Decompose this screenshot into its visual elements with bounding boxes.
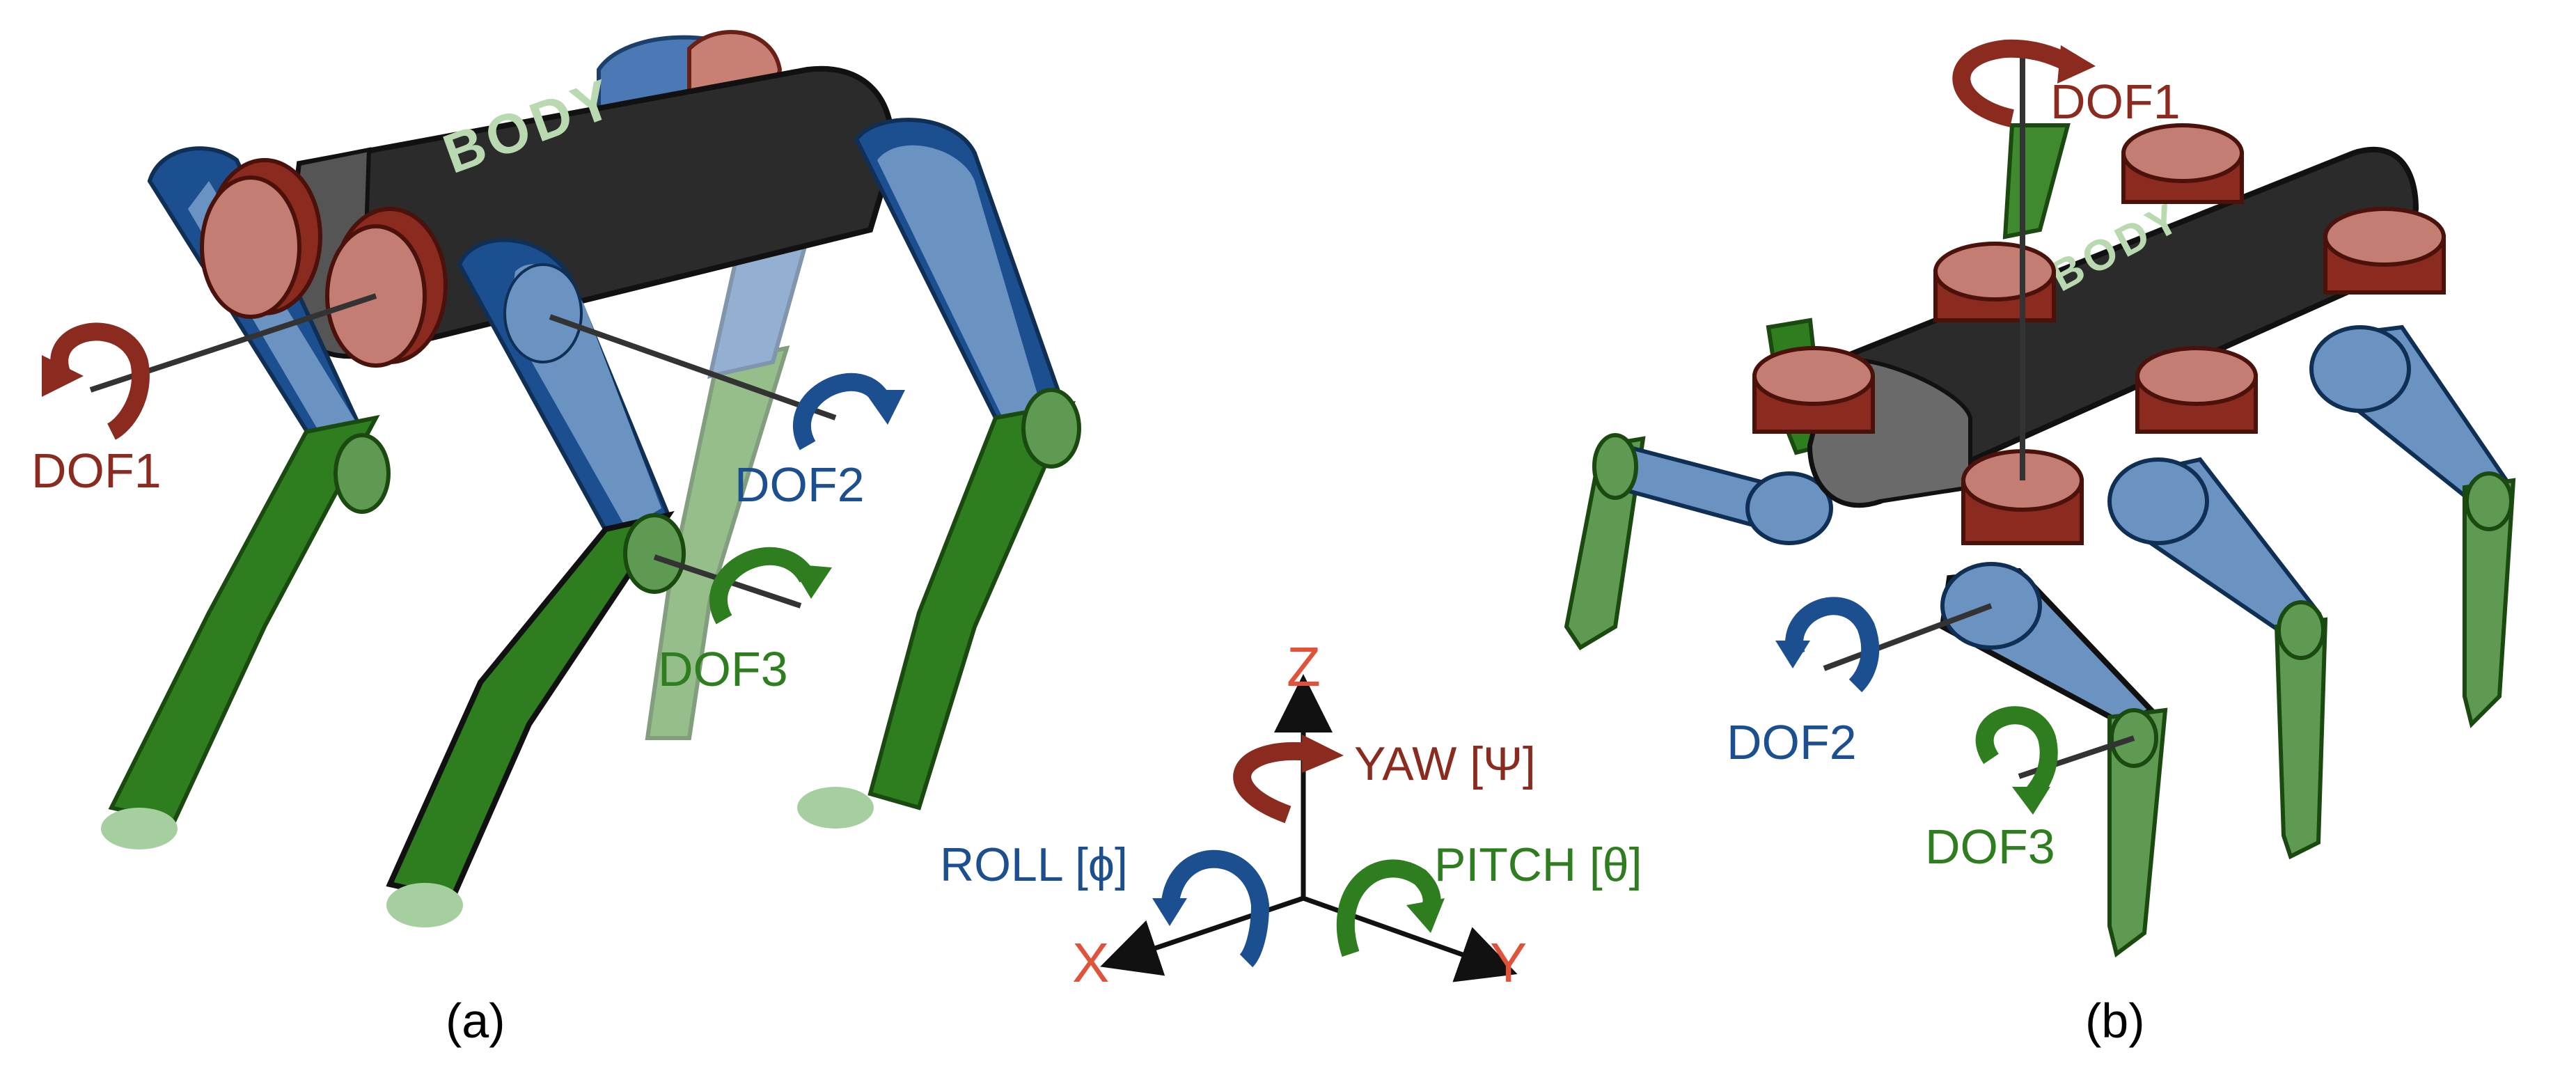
dof2-arrowhead-a (863, 390, 905, 425)
caption-b: (b) (2085, 994, 2145, 1048)
left-knee (333, 433, 391, 514)
coordinate-frame: Z X Y YAW [Ψ] ROLL [ϕ] PITCH [θ] (940, 636, 1642, 994)
dof3-label-a: DOF3 (658, 642, 788, 696)
dof2-label-a: DOF2 (735, 457, 865, 512)
hex-rear-left-lower (2002, 123, 2071, 240)
dof3-rotation-arrow-a (709, 547, 816, 625)
front-knee-joint (623, 513, 686, 594)
front-right-knee (1021, 388, 1081, 469)
yaw-rotation-arrow (1233, 742, 1310, 824)
dof2-axis-line-a (549, 314, 837, 421)
dof1-rotation-arrow-a (50, 322, 150, 440)
z-axis-label: Z (1287, 636, 1321, 698)
roll-arrowhead (1152, 898, 1187, 926)
front-hip-pitch-joint (503, 263, 583, 363)
front-right-foot (797, 787, 874, 829)
dof3-arrowhead-b (2012, 787, 2050, 815)
hex-mid-right-hip-pitch (2107, 457, 2209, 545)
rear-legs (645, 234, 811, 740)
hexapod-robot: BODY (1564, 39, 2516, 958)
dof2-rotation-arrow-a (793, 373, 893, 450)
hex-rear-right-hip-pitch (2309, 325, 2411, 413)
front-right-upper-face (877, 145, 1044, 432)
dof1-arrowhead-a (42, 355, 84, 397)
dof3-label-b: DOF3 (1925, 820, 2055, 874)
dof2-label-b: DOF2 (1727, 715, 1857, 769)
pitch-arrowhead (1406, 898, 1445, 933)
hex-mid-right-knee (2277, 600, 2325, 660)
dof1-arrowhead-b (2057, 45, 2096, 84)
dof3-rotation-arrow-b (1975, 706, 2058, 804)
dof2-arrowhead-b (1775, 641, 1810, 668)
left-foot (101, 808, 178, 849)
dof2-axis-line-b (1823, 603, 1993, 671)
roll-rotation-arrow (1161, 849, 1270, 968)
hex-coxa-joints (1752, 123, 2446, 545)
quadruped-robot: BODY (31, 30, 1081, 927)
pitch-label: PITCH [θ] (1434, 838, 1642, 891)
dof3-arrowhead-a (790, 564, 832, 599)
x-axis (1100, 895, 1305, 976)
dof1-label-a: DOF1 (31, 444, 162, 498)
x-axis-label: X (1072, 932, 1109, 994)
hex-front-right-tibia (2107, 707, 2168, 958)
y-axis-label: Y (1490, 932, 1527, 994)
y-axis (1302, 895, 1518, 982)
dof1-rotation-arrow-b (1952, 39, 2072, 127)
caption-a: (a) (446, 994, 505, 1048)
front-foot (386, 883, 463, 927)
dof2-rotation-arrow-b (1785, 597, 1880, 693)
hex-rear-right-knee (2465, 471, 2513, 531)
front-lower-link (386, 510, 675, 902)
hex-front-left-knee (1592, 433, 1638, 500)
roll-label: ROLL [ϕ] (940, 838, 1128, 891)
pitch-rotation-arrow (1336, 859, 1441, 957)
yaw-label: YAW [Ψ] (1354, 737, 1536, 790)
hip-joint-rear-face (200, 175, 301, 319)
dof1-label-b: DOF1 (2050, 75, 2181, 129)
hex-front-left-hip-pitch (1745, 471, 1833, 545)
yaw-arrowhead (1302, 735, 1344, 773)
